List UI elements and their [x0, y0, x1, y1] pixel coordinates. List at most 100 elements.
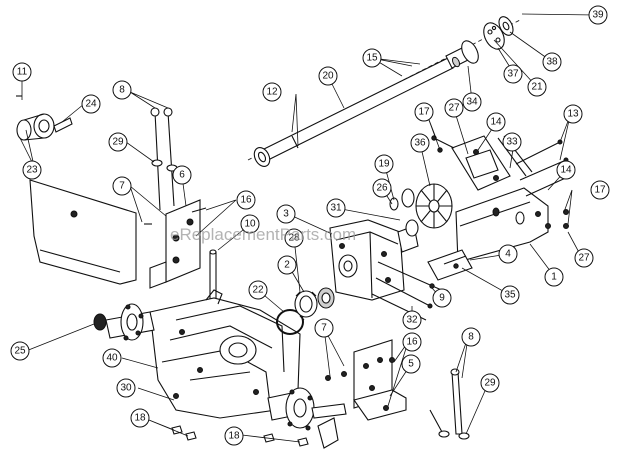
svg-text:16: 16 — [406, 337, 418, 348]
svg-text:8: 8 — [468, 332, 474, 343]
callout-31: 31 — [326, 198, 346, 218]
callout-26: 26 — [372, 178, 392, 198]
svg-text:24: 24 — [85, 99, 97, 110]
pinion-gear — [294, 287, 335, 321]
svg-text:7: 7 — [119, 181, 125, 192]
pulley — [389, 188, 415, 211]
callout-36: 36 — [410, 133, 430, 153]
svg-text:20: 20 — [322, 71, 334, 82]
callout-16-upper: 16 — [236, 190, 256, 210]
callout-40: 40 — [102, 348, 122, 368]
callout-7-lower: 7 — [314, 318, 334, 338]
callout-12: 12 — [262, 82, 282, 102]
svg-text:7: 7 — [321, 323, 327, 334]
svg-text:3: 3 — [283, 209, 289, 220]
lower-bracket — [325, 339, 407, 421]
svg-text:30: 30 — [120, 383, 132, 394]
callout-18-right: 18 — [224, 426, 244, 446]
svg-text:2: 2 — [284, 260, 290, 271]
svg-text:36: 36 — [414, 138, 426, 149]
transmission-housing — [149, 289, 301, 419]
svg-text:34: 34 — [466, 97, 478, 108]
callout-1: 1 — [544, 267, 564, 287]
svg-text:33: 33 — [506, 137, 518, 148]
callout-29-upper: 29 — [108, 132, 128, 152]
callout-6: 6 — [172, 165, 192, 185]
callout-11: 11 — [12, 62, 32, 82]
callout-2: 2 — [277, 255, 297, 275]
callout-30: 30 — [116, 378, 136, 398]
callout-28: 28 — [284, 228, 304, 248]
callout-3: 3 — [276, 204, 296, 224]
callout-35: 35 — [500, 285, 520, 305]
callout-14-upper: 14 — [486, 112, 506, 132]
svg-text:28: 28 — [288, 233, 300, 244]
callout-23: 23 — [22, 160, 42, 180]
svg-text:25: 25 — [14, 346, 26, 357]
svg-text:39: 39 — [592, 10, 604, 21]
callout-39: 39 — [588, 5, 608, 25]
callout-14-lower: 14 — [556, 160, 576, 180]
svg-text:9: 9 — [439, 293, 445, 304]
svg-text:29: 29 — [484, 378, 496, 389]
right-bracket — [455, 187, 569, 263]
svg-text:29: 29 — [112, 137, 124, 148]
svg-text:19: 19 — [378, 159, 390, 170]
callout-8-lower: 8 — [461, 327, 481, 347]
callout-27-upper: 27 — [444, 98, 464, 118]
left-bracket — [144, 107, 207, 289]
svg-text:38: 38 — [546, 57, 558, 68]
svg-text:37: 37 — [507, 69, 519, 80]
lower-bolts — [429, 368, 470, 440]
callout-7-upper: 7 — [112, 176, 132, 196]
callout-29-lower: 29 — [480, 373, 500, 393]
callout-16-lower: 16 — [402, 332, 422, 352]
callout-5: 5 — [401, 354, 421, 374]
callout-27-lower: 27 — [574, 248, 594, 268]
seal-ring — [276, 309, 304, 335]
callout-34: 34 — [462, 92, 482, 112]
svg-text:14: 14 — [560, 165, 572, 176]
side-shield — [29, 179, 137, 285]
svg-text:40: 40 — [106, 353, 118, 364]
svg-text:27: 27 — [448, 103, 460, 114]
callout-15: 15 — [362, 48, 382, 68]
callout-10: 10 — [240, 214, 260, 234]
svg-text:31: 31 — [330, 203, 342, 214]
callout-33: 33 — [502, 132, 522, 152]
callout-17-lower: 17 — [590, 180, 610, 200]
callout-20: 20 — [318, 66, 338, 86]
coupling-assembly — [451, 16, 514, 68]
svg-text:22: 22 — [252, 285, 264, 296]
svg-text:15: 15 — [366, 53, 378, 64]
svg-text:23: 23 — [26, 165, 38, 176]
svg-text:8: 8 — [119, 85, 125, 96]
svg-text:13: 13 — [567, 109, 579, 120]
svg-text:1: 1 — [551, 272, 557, 283]
svg-text:14: 14 — [490, 117, 502, 128]
svg-text:12: 12 — [266, 87, 278, 98]
callout-21: 21 — [527, 77, 547, 97]
callout-9: 9 — [432, 288, 452, 308]
callout-17-upper: 17 — [414, 102, 434, 122]
svg-text:26: 26 — [376, 183, 388, 194]
callout-13: 13 — [563, 104, 583, 124]
svg-text:27: 27 — [578, 253, 590, 264]
svg-text:21: 21 — [531, 82, 543, 93]
svg-text:4: 4 — [505, 249, 511, 260]
svg-text:16: 16 — [240, 195, 252, 206]
idler-bracket — [427, 249, 473, 289]
callout-22: 22 — [248, 280, 268, 300]
svg-text:17: 17 — [594, 185, 606, 196]
hydro-pump — [329, 219, 419, 301]
svg-text:32: 32 — [406, 315, 418, 326]
callout-4: 4 — [498, 244, 518, 264]
callout-24: 24 — [81, 94, 101, 114]
upper-plate — [431, 135, 511, 191]
svg-text:17: 17 — [418, 107, 430, 118]
callout-8-upper: 8 — [112, 80, 132, 100]
callout-19: 19 — [374, 154, 394, 174]
watermark-text: eReplacementParts.com — [170, 225, 356, 244]
